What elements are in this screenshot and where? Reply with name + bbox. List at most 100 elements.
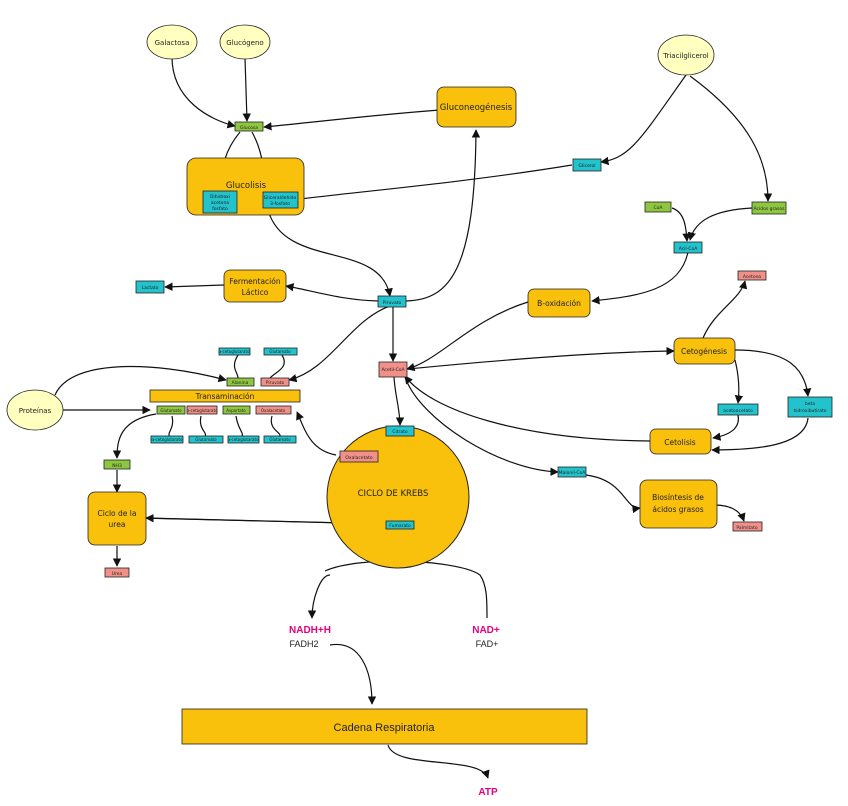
svg-text:Glutamato: Glutamato [269, 437, 291, 442]
source-galactosa: Galactosa [146, 24, 198, 60]
svg-text:fosfato: fosfato [212, 206, 228, 212]
svg-text:urea: urea [109, 520, 126, 529]
metabolite-piruvato-b: Piruvato [260, 377, 290, 387]
cofactor-nadh: NADH+H [289, 625, 331, 636]
svg-text:CoA: CoA [654, 205, 664, 211]
cofactor-fadh2: FADH2 [289, 639, 318, 649]
metabolite-bottom-1: α-cetoglutarato [150, 435, 184, 444]
metabolite-acetoacetato: acetoacetato [717, 403, 759, 416]
metabolite-beta-hidroxibutirato: beta hidroxibutirato [787, 396, 833, 418]
svg-text:Ciclo de la: Ciclo de la [98, 509, 137, 518]
svg-text:Fumarato: Fumarato [389, 523, 411, 529]
metabolite-piruvato: Piruvato [377, 295, 407, 308]
metabolite-oxalacetato-b: Oxalacetato [255, 405, 292, 415]
svg-text:Piruvato: Piruvato [266, 380, 285, 386]
metabolite-alanina: Alanina [226, 377, 255, 387]
svg-text:Lactato: Lactato [142, 285, 159, 291]
metabolite-bottom-3: α-cetoglutarato [227, 435, 260, 444]
svg-text:Fermentación: Fermentación [229, 277, 280, 286]
svg-text:Gluconeogénesis: Gluconeogénesis [440, 102, 513, 113]
svg-text:Proteínas: Proteínas [19, 407, 52, 415]
svg-text:Dihidroxi: Dihidroxi [210, 194, 230, 200]
svg-text:Aspartato: Aspartato [226, 408, 246, 413]
cofactor-fad: FAD+ [476, 639, 499, 649]
metabolite-glucosa: Glucosa [234, 121, 264, 132]
metabolite-aspartato: Aspartato [222, 405, 251, 415]
svg-text:α-cetoglutarato: α-cetoglutarato [186, 408, 218, 413]
metabolite-dihidroxiacetona: Dihidroxi acetona fosfato [202, 190, 238, 214]
svg-text:acetoacetato: acetoacetato [723, 408, 753, 414]
cofactor-atp: ATP [478, 787, 498, 798]
metabolite-glicerol: Glicerol [572, 158, 602, 172]
metabolite-bottom-2: Glutamato [188, 435, 224, 444]
svg-text:Láctico: Láctico [242, 288, 269, 297]
metabolite-top-left: α-cetoglutarato [218, 347, 251, 356]
metabolite-citrato: Citrato [385, 425, 415, 437]
svg-text:Piruvato: Piruvato [383, 300, 402, 306]
process-gluconeogenesis: Gluconeogénesis [436, 86, 517, 128]
metabolite-acil-coa: Acil-CoA [673, 241, 703, 254]
svg-text:Galactosa: Galactosa [155, 39, 190, 47]
process-transaminacion: Transaminación [149, 389, 301, 403]
process-biosintesis: Biosíntesis de ácidos grasos [639, 479, 718, 529]
process-cadena-respiratoria: Cadena Respiratoria [181, 708, 588, 745]
svg-text:Acetona: Acetona [743, 274, 762, 280]
svg-text:Transaminación: Transaminación [195, 392, 255, 401]
svg-text:Citrato: Citrato [392, 429, 408, 435]
svg-text:beta: beta [805, 401, 815, 407]
svg-text:hidroxibutirato: hidroxibutirato [793, 408, 826, 414]
svg-text:Glutamato: Glutamato [269, 349, 291, 354]
process-ciclo-urea: Ciclo de la urea [87, 491, 147, 546]
svg-text:Oxalacetato: Oxalacetato [261, 408, 286, 413]
metabolite-urea: Urea [104, 567, 130, 578]
svg-text:Gliceraldehído: Gliceraldehído [264, 194, 297, 201]
svg-text:Glutamato: Glutamato [195, 437, 217, 442]
svg-text:Glucolisis: Glucolisis [226, 181, 267, 191]
metabolite-acetil-coa: Acetil-CoA [378, 361, 408, 378]
svg-text:3-fosfato: 3-fosfato [270, 201, 290, 207]
metabolite-oxalacetato: Oxalacetato [339, 450, 379, 463]
svg-text:Ácidos grasos: Ácidos grasos [753, 205, 785, 212]
metabolite-acetona: Acetona [737, 270, 767, 281]
metabolite-malonil-coa: Malonil-CoA [557, 466, 587, 478]
source-proteinas: Proteínas [6, 389, 64, 431]
svg-text:ácidos grasos: ácidos grasos [652, 505, 703, 514]
source-glucogeno: Glucógeno [219, 24, 271, 60]
process-cetolisis: Cetolisis [649, 428, 712, 455]
svg-text:Urea: Urea [112, 571, 123, 577]
process-beta-oxidacion: B-oxidación [527, 288, 591, 318]
svg-text:α-cetoglutarato: α-cetoglutarato [218, 349, 250, 354]
svg-text:Acetil-CoA: Acetil-CoA [381, 367, 405, 373]
metabolite-lactato: Lactato [135, 280, 165, 294]
svg-text:NH3: NH3 [112, 463, 122, 469]
metabolite-acidos-grasos: Ácidos grasos [751, 201, 787, 215]
metabolite-cetoglutarato-a: α-cetoglutarato [186, 405, 218, 415]
svg-text:Oxalacetato: Oxalacetato [345, 455, 372, 461]
svg-text:α-cetoglutarato: α-cetoglutarato [227, 437, 259, 442]
metabolite-coa: CoA [644, 201, 672, 213]
metabolite-fumarato: Fumarato [385, 520, 415, 530]
svg-text:α-cetoglutarato: α-cetoglutarato [151, 437, 183, 442]
svg-text:Cetolisis: Cetolisis [664, 438, 696, 447]
metabolite-palmitato: Palmitato [732, 521, 763, 532]
svg-text:Glucógeno: Glucógeno [226, 39, 263, 47]
svg-text:Glutamato: Glutamato [160, 408, 182, 413]
svg-text:Malonil-CoA: Malonil-CoA [559, 470, 587, 476]
svg-text:B-oxidación: B-oxidación [537, 299, 581, 308]
svg-text:Palmitato: Palmitato [736, 525, 757, 531]
svg-text:Biosíntesis de: Biosíntesis de [652, 493, 704, 502]
process-cetogenesis: Cetogénesis [673, 337, 736, 365]
svg-text:Alanina: Alanina [232, 380, 249, 386]
metabolite-top-right: Glutamato [263, 347, 298, 356]
cofactor-nad: NAD+ [472, 625, 500, 636]
svg-text:acetona: acetona [211, 200, 229, 206]
metabolite-glutamato-a: Glutamato [156, 405, 186, 415]
svg-text:Glicerol: Glicerol [579, 163, 596, 169]
metabolite-gliceraldehido: Gliceraldehído 3-fosfato [262, 191, 299, 209]
svg-text:Triacilglicerol: Triacilglicerol [662, 52, 709, 60]
source-trigliceridos: Triacilglicerol [657, 34, 715, 76]
svg-text:Cadena Respiratoria: Cadena Respiratoria [334, 722, 436, 734]
edges [54, 56, 812, 779]
process-fermentacion: Fermentación Láctico [223, 269, 287, 303]
